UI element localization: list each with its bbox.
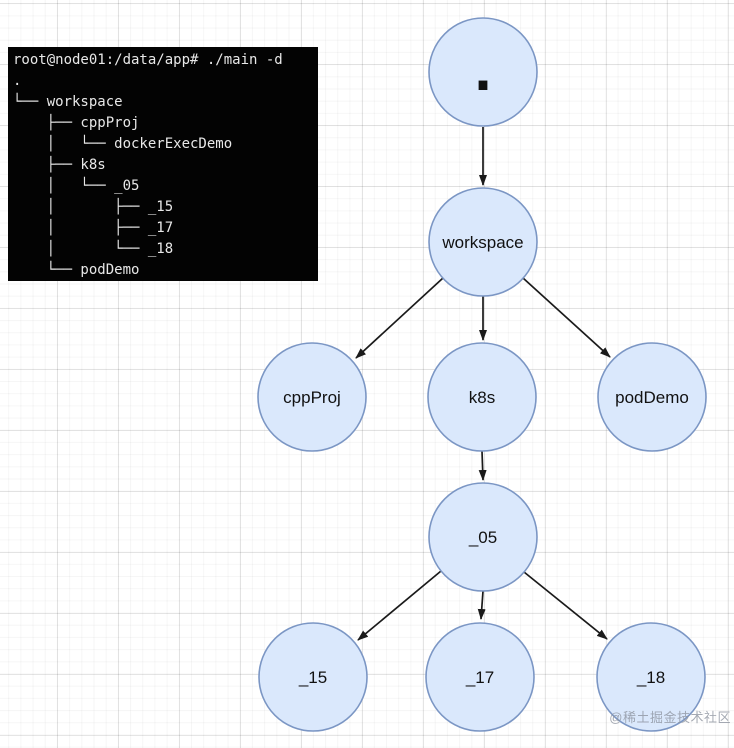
node-root: . — [428, 17, 538, 127]
edge-k8s-05 — [478, 450, 487, 481]
node-poddemo-label: podDemo — [615, 388, 689, 407]
terminal-line: │ └── dockerExecDemo — [13, 136, 233, 152]
terminal-line: └── podDemo — [13, 262, 140, 278]
node-cppproj-circle — [257, 342, 367, 452]
terminal-line: └── workspace — [13, 94, 123, 110]
edge-05-18 — [523, 571, 608, 640]
node-18-circle — [596, 622, 706, 732]
node-05-label: _05 — [468, 528, 497, 547]
node-15-circle — [258, 622, 368, 732]
node-workspace-label: workspace — [441, 233, 523, 252]
terminal-line: ├── k8s — [13, 157, 106, 173]
terminal-line: ├── cppProj — [13, 115, 140, 131]
terminal-window: root@node01:/data/app# ./main -d . └── w… — [8, 47, 318, 281]
node-15: _15 — [258, 622, 368, 732]
diagram-edges — [355, 127, 611, 641]
node-k8s-circle — [427, 342, 537, 452]
edge-workspace-cppproj — [355, 277, 444, 359]
node-cppproj: cppProj — [257, 342, 367, 452]
node-k8s: k8s — [427, 342, 537, 452]
node-05: _05 — [428, 482, 538, 592]
node-18-label: _18 — [636, 668, 665, 687]
node-15-label: _15 — [298, 668, 327, 687]
terminal-prompt-line: root@node01:/data/app# ./main -d — [13, 52, 283, 68]
edge-workspace-poddemo — [522, 277, 611, 358]
edge-05-17 — [477, 590, 486, 620]
node-poddemo-circle — [597, 342, 707, 452]
terminal-line: . — [13, 73, 22, 89]
terminal-line: │ ├── _17 — [13, 220, 174, 236]
node-k8s-label: k8s — [469, 388, 495, 407]
node-17: _17 — [425, 622, 535, 732]
node-workspace-circle — [428, 187, 538, 297]
node-root-circle — [428, 17, 538, 127]
edge-05-15 — [357, 570, 442, 641]
watermark: @稀土掘金技术社区 — [609, 710, 731, 725]
terminal-line: │ ├── _15 — [13, 199, 174, 215]
node-18: _18 — [596, 622, 706, 732]
node-poddemo: podDemo — [597, 342, 707, 452]
node-05-circle — [428, 482, 538, 592]
terminal-line: │ └── _05 — [13, 178, 140, 194]
node-root-label: . — [474, 44, 493, 102]
node-17-circle — [425, 622, 535, 732]
node-cppproj-label: cppProj — [283, 388, 341, 407]
node-workspace: workspace — [428, 187, 538, 297]
terminal-line: │ └── _18 — [13, 241, 174, 257]
node-17-label: _17 — [465, 668, 494, 687]
